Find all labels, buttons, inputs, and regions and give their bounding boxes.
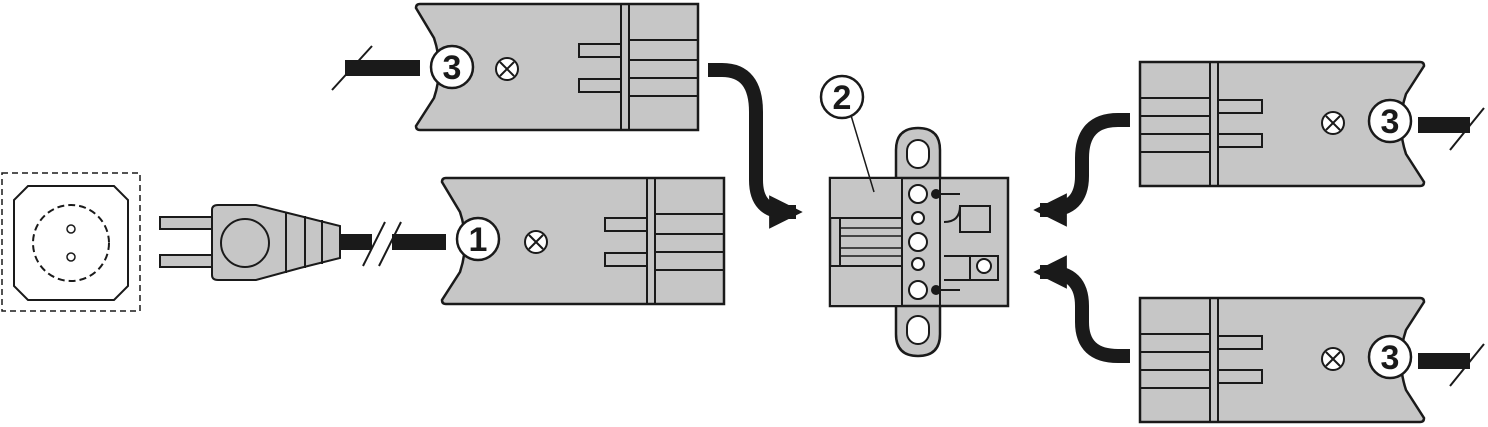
callout-3-top-left: 3 — [429, 44, 475, 90]
callout-1: 1 — [455, 216, 501, 262]
svg-text:2: 2 — [833, 79, 852, 117]
distributor-block: 2 — [819, 74, 1010, 358]
connector-right-upper: 3 — [1138, 60, 1426, 188]
flow-arrows — [708, 63, 1130, 363]
callout-3-right-lower: 3 — [1367, 334, 1413, 380]
mains-plug — [159, 204, 341, 281]
cable-plug-to-connector-1 — [340, 221, 446, 267]
callout-3-right-upper: 3 — [1367, 98, 1413, 144]
screw-icon — [524, 230, 548, 254]
cable-top-left — [331, 45, 420, 91]
arrow-top-left-to-distributor — [708, 63, 803, 229]
connector-top-left: 3 — [414, 2, 700, 132]
screw-icon — [1321, 347, 1345, 371]
arrow-right-upper-to-distributor — [1033, 113, 1130, 227]
cable-right-upper — [1418, 107, 1485, 151]
svg-text:1: 1 — [469, 221, 488, 259]
svg-text:3: 3 — [443, 49, 462, 87]
cable-right-lower — [1418, 343, 1485, 387]
svg-text:3: 3 — [1381, 339, 1400, 377]
callout-2: 2 — [819, 74, 865, 120]
plug-connector-1: 1 — [440, 176, 726, 306]
screw-icon — [1321, 111, 1345, 135]
wall-socket — [1, 172, 141, 312]
screw-icon — [495, 57, 519, 81]
svg-text:3: 3 — [1381, 103, 1400, 141]
connector-right-lower: 3 — [1138, 296, 1426, 424]
arrow-right-lower-to-distributor — [1033, 255, 1130, 363]
